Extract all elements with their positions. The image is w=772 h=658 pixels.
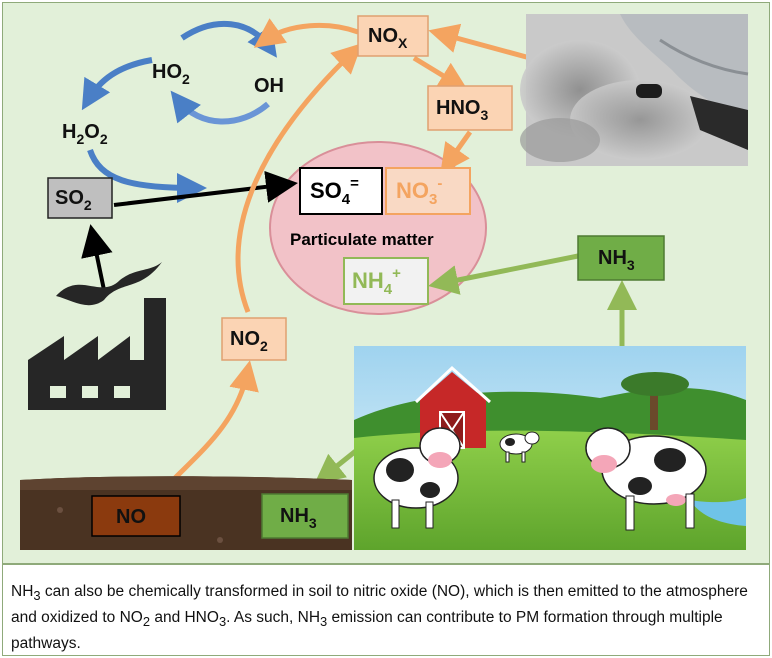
so2-to-so4-arrow [113, 170, 298, 207]
car-to-nox-arrow [428, 23, 531, 61]
h2o2-label: H2O2 [62, 121, 108, 147]
nh3-right-box [577, 235, 665, 281]
hno3-to-no3-arrow [440, 130, 473, 175]
oh-to-ho2-arrow [170, 90, 270, 125]
factory-to-so2-arrow [81, 224, 113, 291]
so2-box [47, 177, 113, 219]
hno3-box [427, 85, 513, 131]
cow-small-icon [499, 431, 540, 463]
caption-text: NH3 can also be chemically transformed i… [11, 583, 748, 653]
oh-label: OH [254, 75, 284, 97]
ho2-to-h2o2-arrow [81, 57, 153, 111]
no2-label: NO2 [230, 328, 268, 354]
car-exhaust-image [520, 14, 749, 166]
nox-box [357, 15, 429, 57]
cow-right-icon [585, 427, 707, 531]
nox-to-hno3-arrow [412, 55, 469, 92]
particulate-matter-label: Particulate matter [290, 230, 434, 249]
no2-to-nox-arrow [235, 43, 363, 313]
cow-icon [373, 427, 461, 529]
so2-label: SO2 [55, 187, 92, 213]
so4-label: SO4= [310, 175, 359, 208]
nh3-bottom-label: NH3 [280, 505, 317, 531]
no2-box [221, 317, 287, 361]
orange-arrows [173, 18, 531, 480]
soil-to-no2-arrow [173, 360, 259, 480]
caption-panel: NH3 can also be chemically transformed i… [2, 564, 770, 656]
nh3-to-nh4-arrow [428, 253, 579, 295]
ho2-to-oh-arrow [180, 20, 277, 58]
ho2-label: HO2 [152, 61, 190, 87]
diagram-canvas: HO2 OH H2O2 SO2 NOX HNO3 SO4= NO3- Parti… [20, 14, 749, 550]
exhaust-pipe-icon [636, 84, 662, 98]
radical-cycle [81, 20, 277, 203]
nh3-right-label: NH3 [598, 247, 635, 273]
nox-label: NOX [368, 25, 408, 51]
so4-box [299, 167, 383, 215]
nh4-label: NH4+ [352, 265, 401, 298]
nh4-box [343, 257, 429, 305]
farm-cows-image [354, 346, 746, 550]
no3-label: NO3- [396, 175, 442, 208]
no-box [91, 495, 181, 537]
nox-to-oh-arrow [253, 18, 359, 48]
hno3-label: HNO3 [436, 97, 488, 123]
smoke-icon [56, 262, 162, 306]
h2o2-to-so4-arrow [87, 148, 207, 203]
nh3-bottom-box [261, 493, 349, 539]
no-label: NO [116, 506, 146, 528]
no3-box [385, 167, 471, 215]
factory-icon [28, 262, 166, 410]
